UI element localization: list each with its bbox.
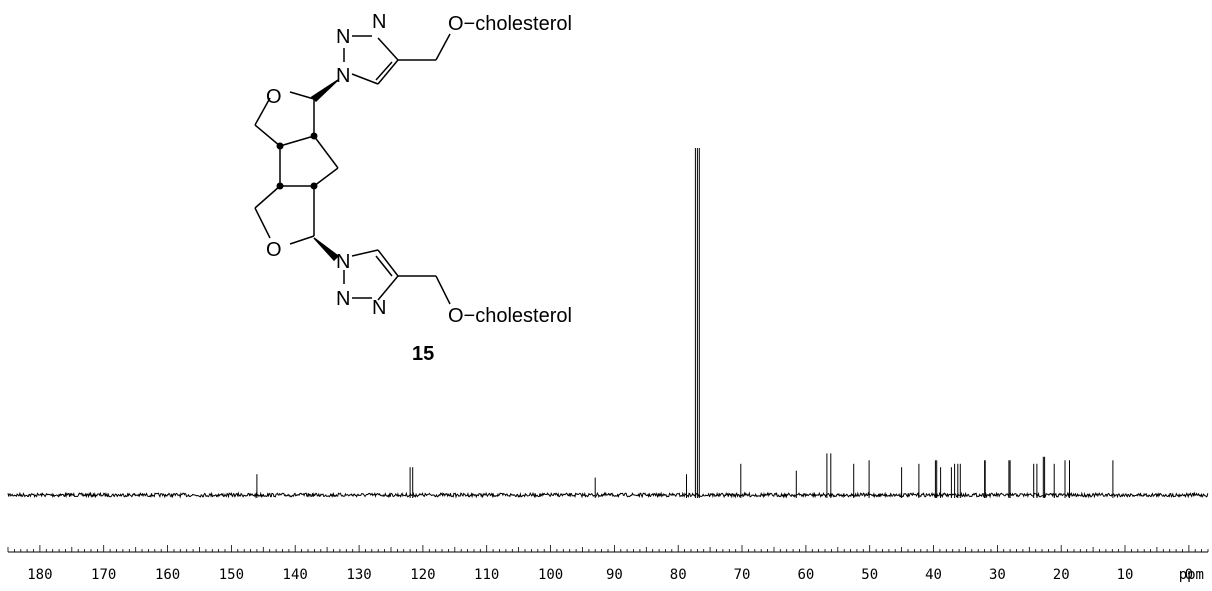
- tick-label: 90: [606, 567, 623, 583]
- stereo-dot: [310, 182, 318, 190]
- wedge-bond: [313, 237, 340, 262]
- stereo-dot: [276, 142, 284, 150]
- tick-label: 150: [219, 567, 244, 583]
- bond: [377, 59, 399, 85]
- tick-label: 10: [1117, 567, 1134, 583]
- substituent-top: O−cholesterol: [448, 13, 572, 35]
- tick-label: 20: [1053, 567, 1070, 583]
- bond: [377, 249, 399, 277]
- bond: [254, 124, 281, 147]
- tick-label: 160: [155, 567, 180, 583]
- bond: [351, 249, 379, 257]
- bond: [279, 135, 315, 147]
- bond: [351, 73, 379, 85]
- tick-label: 110: [474, 567, 499, 583]
- chemical-structure: [254, 33, 451, 305]
- x-axis-title: ppm: [1179, 567, 1204, 583]
- spectrum-trace: [7, 491, 1209, 499]
- atom-n: N: [372, 297, 386, 319]
- tick-label: 180: [27, 567, 52, 583]
- bond: [254, 97, 271, 126]
- bond: [313, 135, 339, 169]
- wedge-bond: [310, 79, 339, 103]
- tick-label: 60: [797, 567, 814, 583]
- tick-label: 30: [989, 567, 1006, 583]
- peak-marks: [256, 148, 1114, 498]
- bond: [254, 207, 271, 239]
- compound-number: 15: [412, 343, 434, 365]
- atom-labels: N N N O O−cholesterol N N N O O−choleste…: [266, 11, 572, 365]
- bond: [435, 275, 451, 305]
- bond: [289, 235, 315, 245]
- atom-o: O: [266, 86, 282, 108]
- tick-label: 80: [670, 567, 687, 583]
- tick-label: 40: [925, 567, 942, 583]
- tick-label: 70: [734, 567, 751, 583]
- atom-n: N: [336, 26, 350, 48]
- bond: [375, 61, 393, 81]
- bond: [435, 33, 451, 61]
- tick-label: 130: [346, 567, 371, 583]
- tick-label: 100: [538, 567, 563, 583]
- tick-label: 170: [91, 567, 116, 583]
- tick-label: 0: [1185, 567, 1193, 583]
- stereo-dots: [276, 132, 318, 190]
- bond: [377, 37, 399, 61]
- bond: [254, 185, 281, 209]
- bond: [375, 255, 393, 277]
- atom-o: O: [266, 239, 282, 261]
- stereo-dot: [310, 132, 318, 140]
- substituent-bottom: O−cholesterol: [448, 305, 572, 327]
- atom-n: N: [372, 11, 386, 33]
- tick-label: 50: [861, 567, 878, 583]
- atom-n: N: [336, 288, 350, 310]
- atom-n: N: [336, 65, 350, 87]
- tick-label: 140: [283, 567, 308, 583]
- stereo-dot: [276, 182, 284, 190]
- atom-n: N: [336, 251, 350, 273]
- bond: [377, 275, 399, 301]
- bond: [313, 167, 339, 187]
- tick-label: 120: [410, 567, 435, 583]
- bond: [289, 91, 315, 100]
